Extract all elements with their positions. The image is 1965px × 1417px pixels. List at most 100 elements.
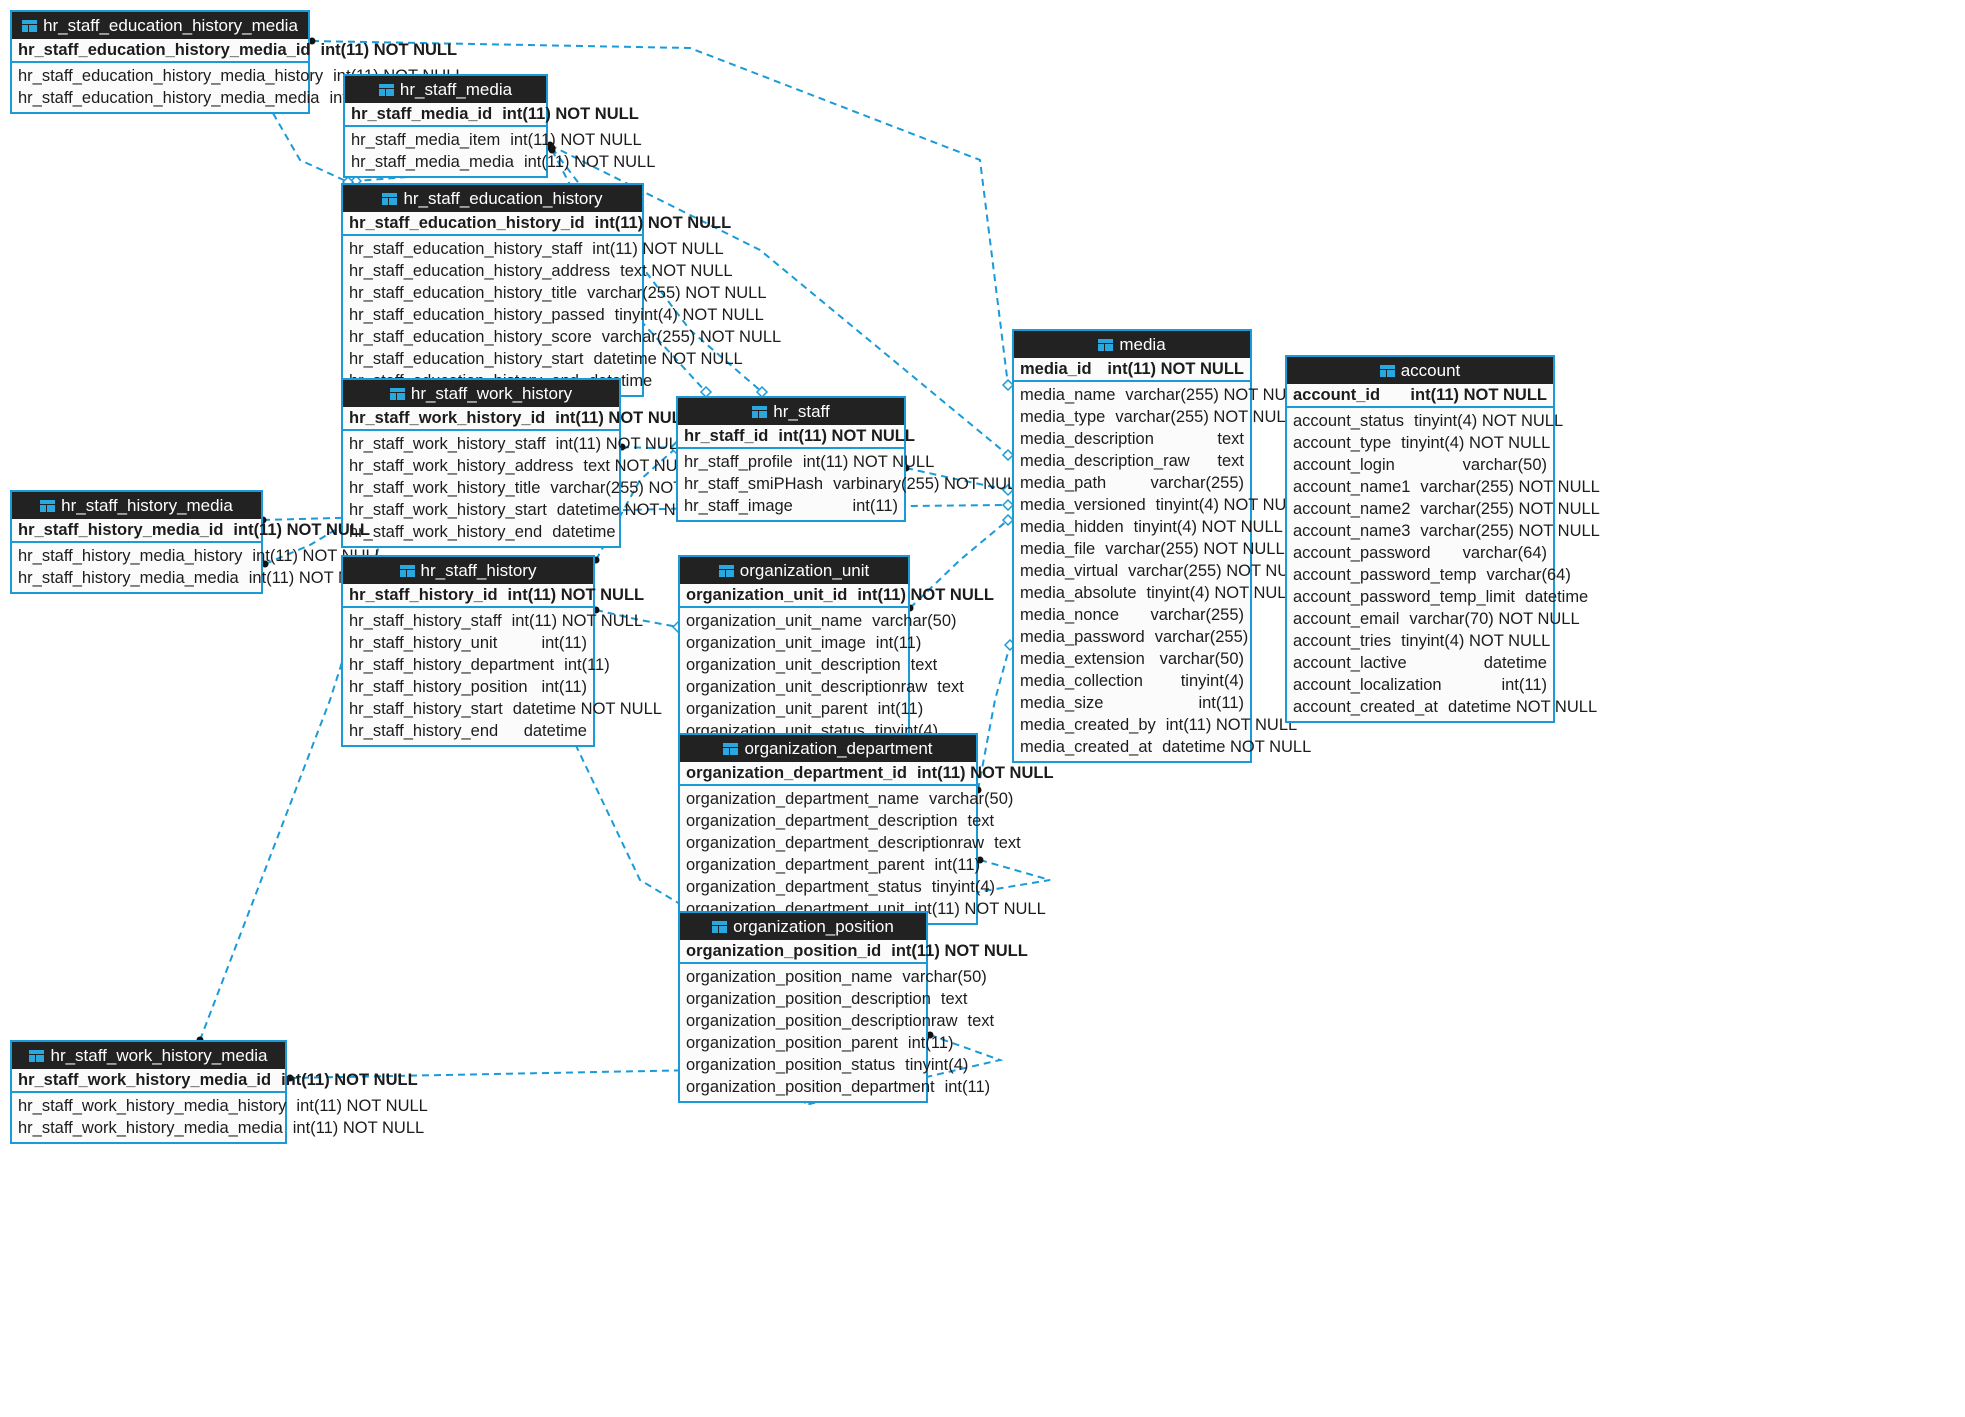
table-header[interactable]: hr_staff [678,398,904,425]
table-header[interactable]: organization_department [680,735,976,762]
column-row[interactable]: hr_staff_education_history_media_history… [12,65,465,87]
table-header[interactable]: hr_staff_work_history [343,380,619,407]
table-header[interactable]: hr_staff_education_history_media [12,12,308,39]
table-header[interactable]: hr_staff_work_history_media [12,1042,285,1069]
table-header[interactable]: hr_staff_history [343,557,593,584]
column-row[interactable]: hr_staff_education_history_media_mediain… [12,87,461,109]
table-organization_department[interactable]: organization_department organization_depa… [678,733,1054,925]
table-header[interactable]: hr_staff_education_history [343,185,642,212]
table-header[interactable]: media [1014,331,1250,358]
table-header[interactable]: organization_unit [680,557,908,584]
table-header[interactable]: hr_staff_history_media [12,492,261,519]
table-header[interactable]: organization_position [680,913,926,940]
table-header[interactable]: hr_staff_media [345,76,546,103]
